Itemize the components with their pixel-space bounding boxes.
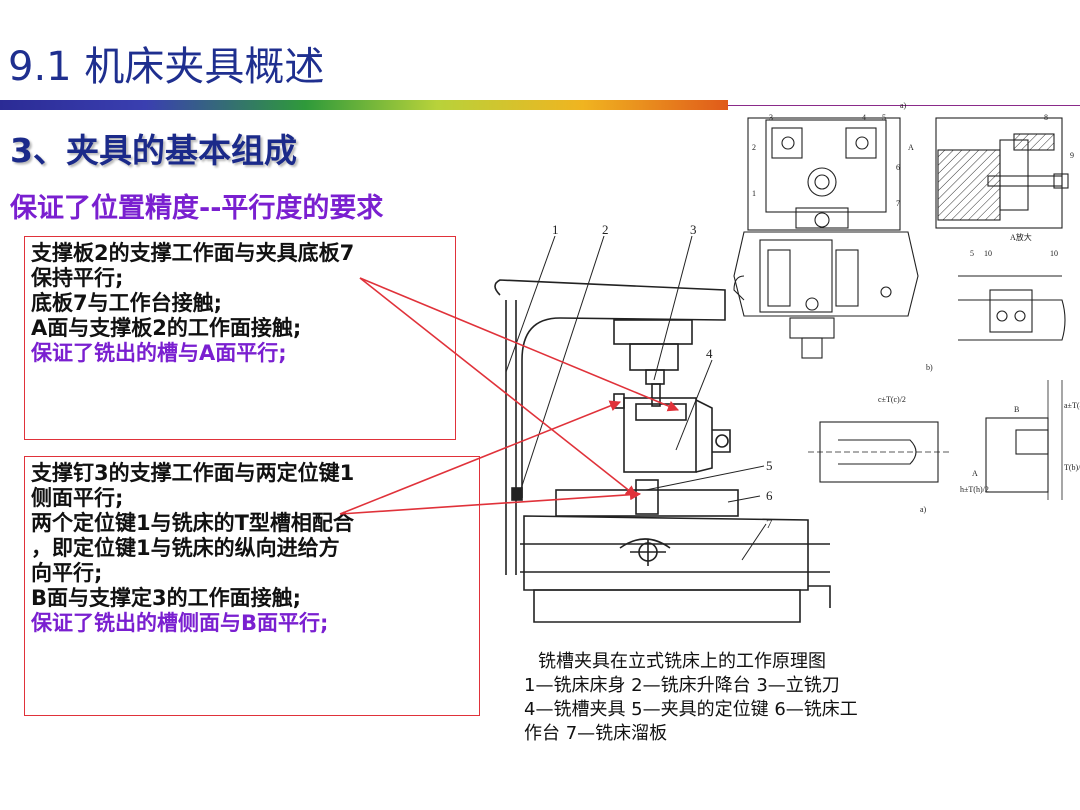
tv-label: 3 <box>769 113 773 122</box>
tv-label: A <box>908 143 914 152</box>
box-b-line: 两个定位键1与铣床的T型槽相配合 <box>31 511 354 535</box>
box-b-line: 向平行; <box>31 561 103 585</box>
pv-label: T(b)/2 <box>1064 463 1080 472</box>
box-a-line: 支撑板2的支撑工作面与夹具底板7 <box>31 241 355 265</box>
page-title: 9.1 机床夹具概述 <box>8 44 325 90</box>
explanation-box-a: 支撑板2的支撑工作面与夹具底板7 保持平行; 底板7与工作台接触; A面与支撑板… <box>24 236 456 440</box>
label-6: 6 <box>766 488 773 503</box>
label-1: 1 <box>552 222 559 237</box>
pv-label: A <box>972 469 978 478</box>
box-a-conclusion: 保证了铣出的槽与A面平行; <box>31 341 287 365</box>
tv-label: a) <box>900 101 907 110</box>
mv-label: 10 <box>1050 249 1058 258</box>
section-heading: 3、夹具的基本组成 <box>10 131 297 170</box>
label-4: 4 <box>706 346 713 361</box>
plan-view-labels: A放大 5 10 10 b) <box>926 232 1058 372</box>
fixture-plan-view <box>733 231 1066 359</box>
label-5: 5 <box>766 458 773 473</box>
explanation-box-b: 支撑钉3的支撑工作面与两定位键1 侧面平行; 两个定位键1与铣床的T型槽相配合 … <box>24 456 480 716</box>
pv-label: a) <box>920 505 927 514</box>
pv-label: h±T(h)/2 <box>960 485 989 494</box>
mv-label: b) <box>926 363 933 372</box>
leader-lines <box>505 235 767 561</box>
label-3: 3 <box>690 222 697 237</box>
pv-label: a±T(a)/2 <box>1064 401 1080 410</box>
fixture-top-view <box>747 117 1069 231</box>
part-drawing-labels: c±T(c)/2 B A h±T(h)/2 a±T(a)/2 T(b)/2 a) <box>878 395 1080 514</box>
label-7: 7 <box>766 516 773 531</box>
box-a-line: 保持平行; <box>31 266 124 290</box>
tv-label: 4 <box>862 113 866 122</box>
tv-label: 7 <box>896 199 900 208</box>
tv-label: 2 <box>752 143 756 152</box>
top-view-labels: 3 4 5 2 1 6 7 8 9 A a) <box>752 101 1074 208</box>
caption-line: 4—铣槽夹具 5—夹具的定位键 6—铣床工 <box>524 699 858 720</box>
tv-label: 9 <box>1070 151 1074 160</box>
part-drawing <box>808 380 1063 500</box>
pointer-arrows <box>339 277 680 515</box>
mv-label: A放大 <box>1010 232 1032 242</box>
box-a-line: A面与支撑板2的工作面接触; <box>31 316 302 340</box>
title-gradient-bar <box>0 100 728 110</box>
label-2: 2 <box>602 222 609 237</box>
milling-machine-drawing <box>494 279 831 623</box>
pv-label: B <box>1014 405 1019 414</box>
box-a-line: 底板7与工作台接触; <box>31 291 223 315</box>
mv-label: 10 <box>984 249 992 258</box>
box-b-line: 侧面平行; <box>31 486 124 510</box>
tv-label: 8 <box>1044 113 1048 122</box>
section-subtitle: 保证了位置精度--平行度的要求 <box>10 193 384 224</box>
box-b-conclusion: 保证了铣出的槽侧面与B面平行; <box>31 611 329 635</box>
main-drawing-labels: 1 2 3 4 5 6 7 <box>552 222 773 531</box>
caption-line: 作台 7—铣床溜板 <box>524 723 668 744</box>
tv-label: 6 <box>896 163 900 172</box>
caption-line: 1—铣床床身 2—铣床升降台 3—立铣刀 <box>524 675 840 696</box>
box-b-line: B面与支撑定3的工作面接触; <box>31 586 302 610</box>
box-b-line: 支撑钉3的支撑工作面与两定位键1 <box>31 461 355 485</box>
tv-label: 1 <box>752 189 756 198</box>
caption-title: 铣槽夹具在立式铣床上的工作原理图 <box>538 651 826 672</box>
box-b-line: ，即定位键1与铣床的纵向进给方 <box>31 536 340 560</box>
pv-label: c±T(c)/2 <box>878 395 906 404</box>
figure-caption: 铣槽夹具在立式铣床上的工作原理图 1—铣床床身 2—铣床升降台 3—立铣刀 4—… <box>524 650 944 746</box>
title-rule <box>728 105 1080 106</box>
tv-label: 5 <box>882 113 886 122</box>
mv-label: 5 <box>970 249 974 258</box>
